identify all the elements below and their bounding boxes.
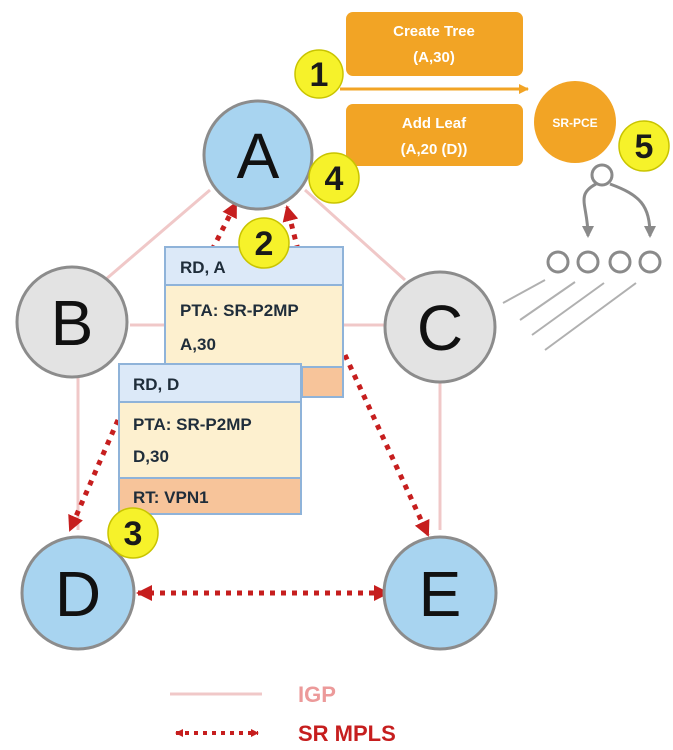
create-tree-line1: Create Tree — [393, 23, 475, 40]
pce-tree-icon — [502, 163, 662, 351]
igp-link-a-c — [303, 188, 407, 282]
create-tree-box: Create Tree (A,30) — [346, 12, 523, 76]
add-leaf-box: Add Leaf (A,20 (D)) — [346, 104, 523, 166]
step-1-badge: 1 — [294, 49, 344, 99]
route-a-header: RD, A — [180, 258, 226, 277]
route-box-rd-d: RD, D PTA: SR-P2MP D,30 RT: VPN1 — [118, 363, 302, 515]
node-d: D — [20, 535, 136, 651]
route-d-value: D,30 — [133, 447, 169, 466]
node-b-label: B — [51, 287, 94, 359]
sr-pce-label: SR-PCE — [552, 116, 597, 130]
sr-path-to-a-right — [282, 205, 301, 251]
node-b: B — [15, 265, 129, 379]
step-4-label: 4 — [325, 160, 344, 198]
route-d-header: RD, D — [133, 375, 179, 394]
step-5-badge: 5 — [618, 120, 670, 172]
step-3-label: 3 — [124, 515, 143, 553]
route-d-rt: RT: VPN1 — [133, 488, 209, 507]
legend: IGP SR MPLS — [170, 682, 396, 746]
sr-path-to-a-left — [209, 201, 239, 252]
step-4-badge: 4 — [308, 152, 360, 204]
route-d-pta: PTA: SR-P2MP — [133, 415, 252, 434]
create-tree-line2: (A,30) — [413, 49, 455, 66]
route-a-value: A,30 — [180, 335, 216, 354]
node-e-label: E — [419, 558, 462, 630]
sr-path-to-e — [342, 353, 431, 537]
legend-sr-mpls-label: SR MPLS — [298, 721, 396, 746]
node-a-label: A — [237, 120, 280, 192]
step-5-label: 5 — [635, 128, 654, 166]
node-e: E — [382, 535, 498, 651]
node-c-label: C — [417, 292, 463, 364]
node-c: C — [383, 270, 497, 384]
legend-igp-label: IGP — [298, 682, 336, 707]
step-1-label: 1 — [310, 56, 329, 94]
node-a: A — [202, 99, 314, 211]
node-d-label: D — [55, 558, 101, 630]
sr-path-to-d — [67, 419, 121, 532]
route-a-pta: PTA: SR-P2MP — [180, 301, 299, 320]
step-2-badge: 2 — [238, 217, 290, 269]
sr-mpls-paths — [67, 201, 431, 601]
igp-link-a-b — [104, 188, 211, 282]
add-leaf-line1: Add Leaf — [402, 115, 467, 132]
sr-pce-node: SR-PCE — [534, 81, 616, 163]
add-leaf-line2: (A,20 (D)) — [401, 141, 468, 158]
step-2-label: 2 — [255, 225, 274, 263]
step-3-badge: 3 — [107, 507, 159, 559]
